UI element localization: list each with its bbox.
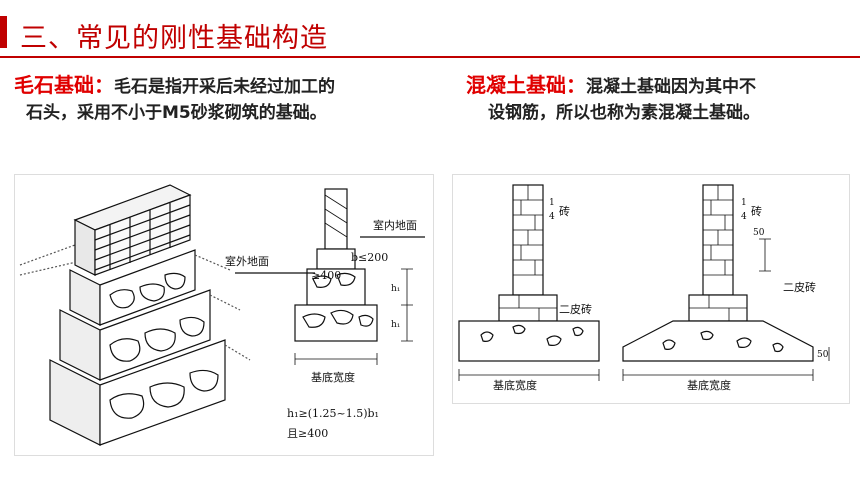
double-brick-1: 二皮砖 [559,302,592,316]
rubble-line-1: 毛石是指开采后未经过加工的 [114,77,335,97]
formula-1: h₁≥(1.25~1.5)b₁ [287,407,379,420]
fraction-den-1: 4 [549,212,555,222]
fraction-num-2: 1 [741,198,747,208]
title-underline [0,56,860,58]
dim-400-label: ≥400 [311,269,341,282]
concrete-line-1: 混凝土基础因为其中不 [586,77,756,97]
dim-50-top: 50 [753,228,765,238]
rubble-foundation-figure: 室内地面 室外地面 b≤200 ≥400 h₁ h₁ 基底宽度 h₁≥(1.25… [14,174,434,456]
outdoor-ground-label: 室外地面 [225,254,269,268]
base-width-1: 基底宽度 [493,378,537,392]
double-brick-2: 二皮砖 [783,280,816,294]
title-bar: 三、常见的刚性基础构造 [0,10,860,60]
concrete-description: 混凝土基础：混凝土基础因为其中不 设钢筋，所以也称为素混凝土基础。 [466,72,856,126]
rubble-keyword: 毛石基础： [14,73,114,97]
dim-b-label: b≤200 [351,251,388,264]
base-width-label: 基底宽度 [311,370,355,384]
rubble-line-2: 石头，采用不小于M5砂浆砌筑的基础。 [26,103,327,123]
rubble-foundation-drawing: 室内地面 室外地面 b≤200 ≥400 h₁ h₁ 基底宽度 h₁≥(1.25… [19,184,425,446]
formula-2: 且≥400 [287,427,328,440]
fraction-den-2: 4 [741,212,747,222]
h1-top-label: h₁ [391,284,400,294]
dim-50-bottom: 50 [817,350,829,360]
concrete-foundation-figure: 1 4 砖 二皮砖 基底宽度 1 4 砖 50 二皮砖 50 基底宽度 [452,174,850,404]
rubble-description: 毛石基础：毛石是指开采后未经过加工的 石头，采用不小于M5砂浆砌筑的基础。 [14,72,434,126]
concrete-line-2: 设钢筋，所以也称为素混凝土基础。 [488,103,760,123]
concrete-keyword: 混凝土基础： [466,73,586,97]
concrete-foundation-drawing: 1 4 砖 二皮砖 基底宽度 1 4 砖 50 二皮砖 50 基底宽度 [458,184,830,392]
h1-bottom-label: h₁ [391,320,400,330]
title-accent-bar [0,16,7,48]
quarter-brick-1: 砖 [559,204,570,218]
fraction-num-1: 1 [549,198,555,208]
base-width-2: 基底宽度 [687,378,731,392]
indoor-ground-label: 室内地面 [373,218,417,232]
page-title: 三、常见的刚性基础构造 [20,23,328,54]
quarter-brick-2: 砖 [751,204,762,218]
